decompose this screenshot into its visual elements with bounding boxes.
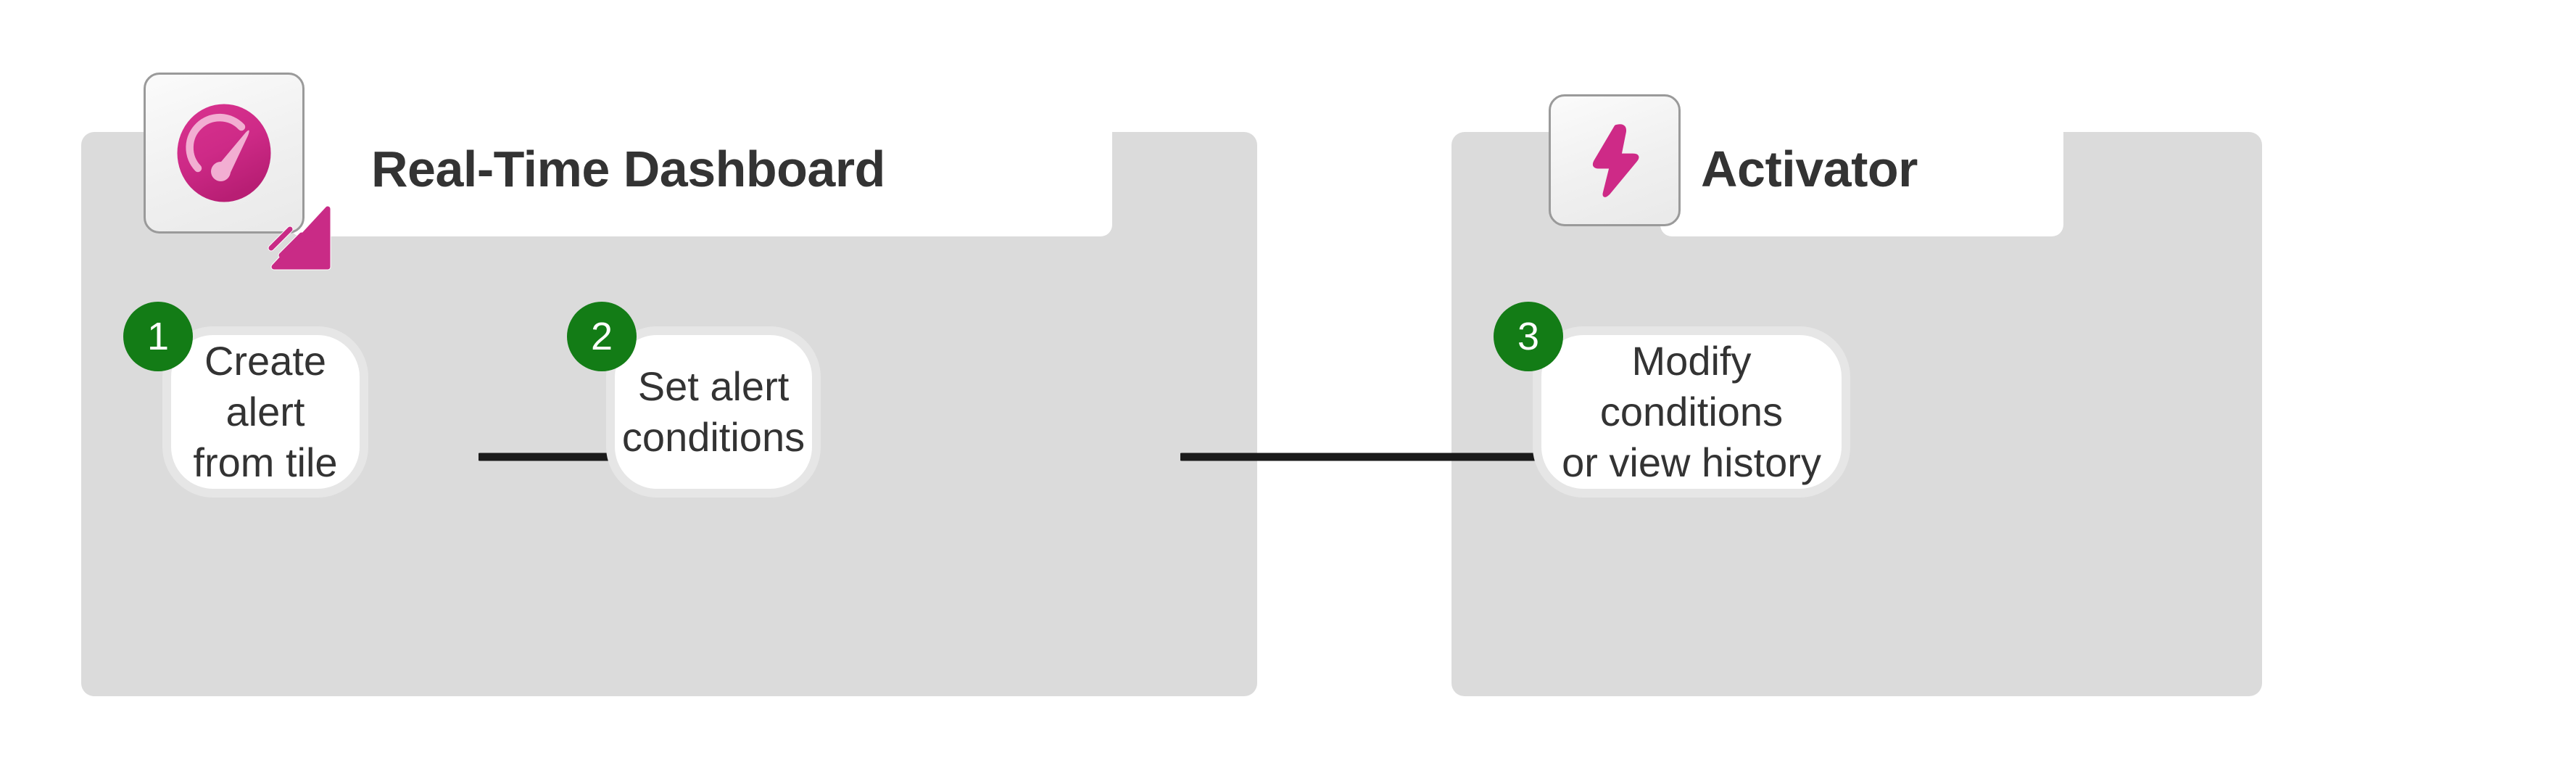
step-label-1: Create alert from tile [190, 336, 341, 488]
step-unit-1: 1 Create alert from tile [123, 302, 368, 498]
step-sequence-real-time-dashboard: 1 Create alert from tile 2 Set alert con… [123, 302, 821, 498]
group-title-activator: Activator [1701, 141, 1918, 197]
app-icon-tile-activator [1549, 94, 1681, 226]
step-label-3-line-2: or view history [1562, 439, 1821, 485]
lightning-bolt-icon [1592, 124, 1639, 197]
group-title-band-real-time-dashboard: Real-Time Dashboard [290, 102, 1112, 236]
step-unit-3: 3 Modify conditions or view history [1494, 302, 1850, 498]
group-title-real-time-dashboard: Real-Time Dashboard [371, 141, 885, 197]
gauge-icon [177, 104, 271, 202]
step-box-modify-conditions-or-view-history[interactable]: Modify conditions or view history [1533, 326, 1850, 498]
step-label-3: Modify conditions or view history [1560, 336, 1823, 488]
step-label-2: Set alert conditions [622, 361, 805, 463]
step-box-set-alert-conditions[interactable]: Set alert conditions [606, 326, 821, 498]
step-label-2-line-1: Set alert [637, 363, 790, 409]
step-box-create-alert-from-tile[interactable]: Create alert from tile [162, 326, 368, 498]
step-sequence-activator: 3 Modify conditions or view history [1494, 302, 1850, 498]
step-label-1-line-2: from tile [193, 439, 338, 485]
step-number-badge-2: 2 [567, 302, 637, 371]
step-label-2-line-2: conditions [621, 414, 805, 460]
step-label-1-line-1: Create alert [204, 338, 327, 434]
step-number-badge-1: 1 [123, 302, 193, 371]
step-number-badge-3: 3 [1494, 302, 1563, 371]
app-icon-tile-real-time-dashboard [144, 73, 305, 234]
step-unit-2: 2 Set alert conditions [567, 302, 821, 498]
step-label-3-line-1: Modify conditions [1599, 338, 1784, 434]
group-title-band-activator: Activator [1660, 102, 2063, 236]
